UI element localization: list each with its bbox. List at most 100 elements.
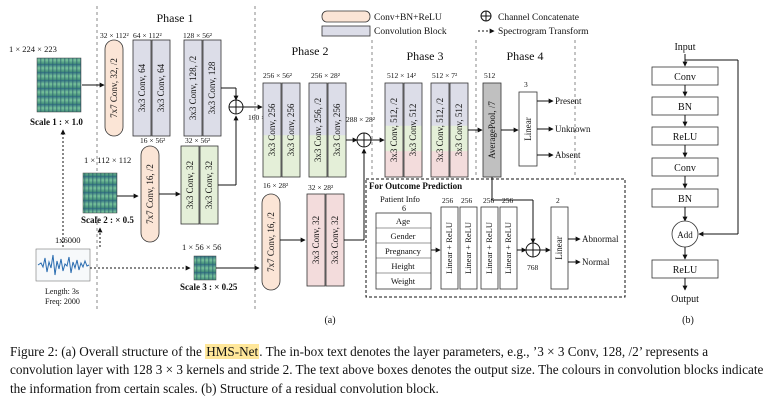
scale3-spectrogram xyxy=(193,255,217,281)
size-32-56: 32 × 56² xyxy=(185,136,211,145)
phase-4-title: Phase 4 xyxy=(507,49,544,63)
res-output: Output xyxy=(671,294,699,305)
pool-label: AveragePool, /7 xyxy=(487,101,497,159)
p2-block-2-label: 3x3 Conv, 256 xyxy=(286,103,296,156)
lin1-label: Linear + ReLU xyxy=(444,222,454,274)
p3-conv-block-3 xyxy=(430,82,450,178)
p1-conv-block-2 xyxy=(151,39,171,137)
legend-concat: Channel Concatenate xyxy=(498,13,579,23)
s2-block-2-label: 3x3 Conv, 32 xyxy=(204,161,214,209)
patient-row-gender: Gender xyxy=(390,231,415,241)
p2-conv-block-4 xyxy=(327,82,347,178)
p3-conv-block-1 xyxy=(384,82,404,178)
size-512: 512 xyxy=(484,71,496,80)
res-input: Input xyxy=(674,42,695,53)
output-unknown: Unknown xyxy=(555,124,591,134)
p3-block-1-label: 3x3 Conv, 512, /2 xyxy=(389,98,399,162)
size-288-28: 288 × 28² xyxy=(346,115,376,124)
s3-block-2-label: 3x3 Conv, 32 xyxy=(330,216,340,264)
patient-info-table: Age Gender Pregnancy Height Weight xyxy=(375,212,432,290)
size-256-28: 256 × 28² xyxy=(311,71,341,80)
output-absent: Absent xyxy=(555,150,581,160)
lin3-label: Linear + ReLU xyxy=(484,222,494,274)
wave-size: 1x6000 xyxy=(55,235,81,245)
caption-highlight: HMS-Net xyxy=(205,344,260,359)
p3-block-3-label: 3x3 Conv, 512, /2 xyxy=(435,98,445,162)
size-3: 3 xyxy=(524,80,528,89)
p1-block-3-label: 3x3 Conv, 128, /2 xyxy=(188,56,198,120)
s3-conv-block-1 xyxy=(306,193,326,287)
linear-relu-4 xyxy=(499,206,518,290)
scale2-spectrogram xyxy=(82,172,118,214)
linear-relu-2 xyxy=(459,206,478,290)
size-256-56: 256 × 56² xyxy=(263,71,293,80)
patient-row-height: Height xyxy=(391,261,415,271)
res-conv-2-label: Conv xyxy=(674,163,696,174)
p3-block-4-label: 3x3 Conv, 512 xyxy=(454,104,464,157)
s2-conv-block-1 xyxy=(180,145,200,225)
size-768: 768 xyxy=(527,263,539,272)
size-256-c: 256 xyxy=(483,196,495,205)
legend-spectrogram: Spectrogram Transform xyxy=(498,26,589,37)
p1-block-2-label: 3x3 Conv, 64 xyxy=(156,63,166,112)
lin2-label: Linear + ReLU xyxy=(463,222,473,274)
p1-block-4-label: 3x3 Conv, 128 xyxy=(207,61,217,114)
linear-outcome xyxy=(550,206,569,290)
size-512-7: 512 × 7² xyxy=(432,71,458,80)
p1-conv-label: 7x7 Conv, 32, /2 xyxy=(109,58,119,118)
subfigure-b-label: (b) xyxy=(682,315,694,326)
phase-1-title: Phase 1 xyxy=(157,11,194,25)
p2-block-3-label: 3x3 Conv, 256, /2 xyxy=(313,98,323,162)
size-256-d: 256 xyxy=(502,196,514,205)
size-2: 2 xyxy=(556,196,560,205)
patient-info-count: 6 xyxy=(402,204,406,213)
linear2-label: Linear xyxy=(554,236,564,259)
p3-conv-block-2 xyxy=(403,82,423,178)
patient-info-label: Patient Info xyxy=(380,194,420,204)
p1-conv-bn-relu xyxy=(104,39,124,137)
p1-conv-block-3 xyxy=(183,39,203,137)
legend-conv-bn-relu-swatch xyxy=(321,10,371,23)
res-bn-2-label: BN xyxy=(678,194,692,205)
caption-prefix: Figure 2: (a) Overall structure of the xyxy=(10,344,206,359)
residual-block-diagram: Input Conv BN ReLU Conv BN Add ReLU Outp… xyxy=(651,42,739,305)
phase-2-title: Phase 2 xyxy=(292,44,329,58)
outcome-prediction-box xyxy=(365,178,626,298)
patient-row-weight: Weight xyxy=(391,276,416,286)
size-256-b: 256 xyxy=(461,196,473,205)
linear-relu-3 xyxy=(480,206,499,290)
scale2-label: Scale 2 : × 0.5 xyxy=(81,215,134,225)
subfigure-a-label: (a) xyxy=(324,315,335,326)
s3-conv-bn-relu xyxy=(261,193,281,291)
size-64-112: 64 × 112² xyxy=(133,31,162,40)
size-128-56: 128 × 56² xyxy=(183,31,213,40)
s3-block-1-label: 3x3 Conv, 32 xyxy=(311,216,321,264)
res-relu-1-label: ReLU xyxy=(673,132,698,143)
p1-block-1-label: 3x3 Conv, 64 xyxy=(137,63,147,112)
waveform-signal xyxy=(37,254,90,276)
output-present: Present xyxy=(555,96,582,106)
scale1-size: 1 × 224 × 223 xyxy=(9,44,57,54)
lin4-label: Linear + ReLU xyxy=(503,222,513,274)
legend-conv-bn-relu: Conv+BN+ReLU xyxy=(374,13,442,23)
res-bn-1-label: BN xyxy=(678,102,692,113)
hms-net-diagram: Phase 1 Phase 2 Phase 3 Phase 4 Conv+BN+… xyxy=(9,6,739,326)
output-abnormal: Abnormal xyxy=(582,234,619,244)
p2-block-4-label: 3x3 Conv, 256 xyxy=(332,103,342,156)
output-normal: Normal xyxy=(582,257,610,267)
scale1-label: Scale 1 : × 1.0 xyxy=(30,117,83,127)
size-256-a: 256 xyxy=(442,196,454,205)
s2-conv-label: 7x7 Conv, 16, /2 xyxy=(145,164,155,224)
legend-conv-block-swatch xyxy=(321,25,371,37)
caption-rest: . The in-box text denotes the layer para… xyxy=(10,344,764,396)
res-add-label: Add xyxy=(677,230,693,240)
figure-caption: Figure 2: (a) Overall structure of the H… xyxy=(10,343,767,398)
patient-row-pregnancy: Pregnancy xyxy=(385,246,422,256)
size-32-112: 32 × 112² xyxy=(100,31,129,40)
size-16-28: 16 × 28² xyxy=(263,181,289,190)
legend-conv-block: Convolution Block xyxy=(374,27,447,37)
scale3-label: Scale 3 : × 0.25 xyxy=(180,282,238,292)
waveform-box xyxy=(35,248,91,282)
scale2-size: 1 × 112 × 112 xyxy=(84,155,131,165)
p1-conv-block-1 xyxy=(132,39,152,137)
